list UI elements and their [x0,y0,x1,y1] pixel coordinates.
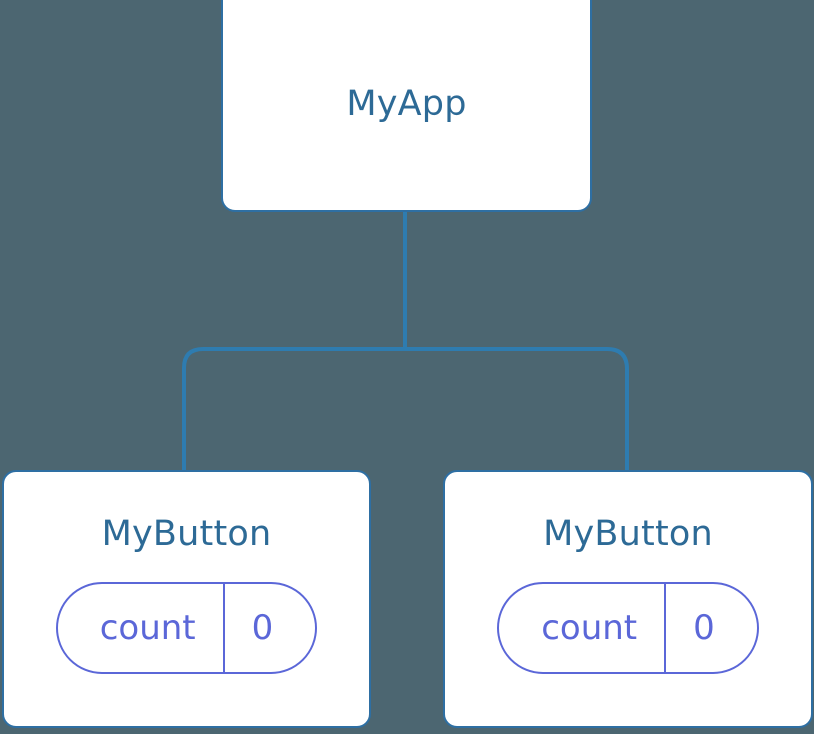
state-value-label: 0 [693,607,715,648]
node-child-mybutton-2[interactable]: MyButton count 0 [443,470,813,728]
state-value-label: 0 [251,607,274,648]
node-root-myapp[interactable]: MyApp [221,0,592,212]
node-title: MyButton [101,514,272,554]
node-child-mybutton-1[interactable]: MyButton count 0 [2,470,371,728]
node-title: MyApp [346,83,467,124]
state-pill[interactable]: count 0 [55,581,318,674]
state-key-label: count [99,607,196,648]
connector-branch-left [182,347,405,472]
pill-divider [664,583,667,672]
state-key-label: count [541,607,638,648]
pill-divider [222,583,225,672]
connector-branch-right [405,347,629,472]
node-title: MyButton [543,514,713,554]
state-pill[interactable]: count 0 [497,581,759,674]
